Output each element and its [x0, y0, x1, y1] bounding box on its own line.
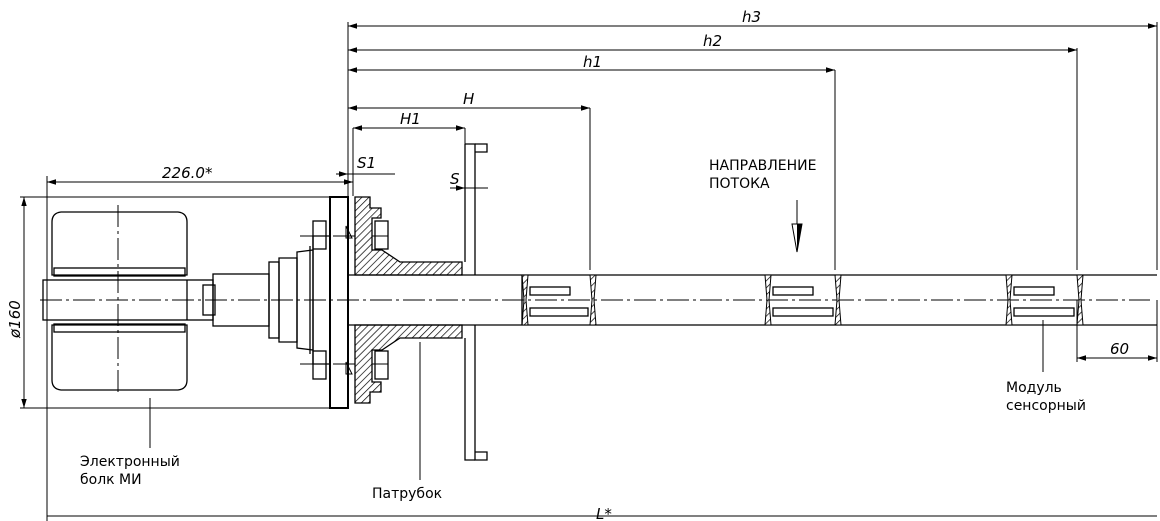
electronics-label-1: Электронный [80, 454, 180, 470]
sensor-module-1 [521, 274, 597, 326]
sensor-label-2: сенсорный [1006, 398, 1086, 414]
flow-direction-arrow [791, 200, 803, 253]
dim-S: S [450, 170, 460, 188]
dim-S1: S1 [357, 154, 376, 172]
dim-h2: h2 [703, 32, 722, 50]
dim-diameter: ø160 [6, 300, 24, 339]
flow-direction-label-2: ПОТОКА [709, 176, 770, 192]
nozzle-label: Патрубок [372, 486, 442, 502]
flange-bolts [312, 220, 389, 380]
flow-direction-label-1: НАПРАВЛЕНИЕ [709, 158, 816, 174]
sensor-module-3 [1005, 274, 1084, 326]
probe-shaft [348, 274, 1157, 326]
dim-226: 226.0* [162, 164, 213, 182]
sensor-label-1: Модуль [1006, 380, 1062, 396]
sensor-module-2 [764, 274, 842, 326]
mounting-flange-plate [329, 196, 349, 409]
electronics-label-2: болк МИ [80, 472, 142, 488]
dim-H: H [463, 90, 474, 108]
nozzle-assembly [345, 143, 488, 461]
dim-h3: h3 [742, 8, 761, 26]
electronics-housing [42, 211, 331, 391]
dim-60: 60 [1110, 340, 1129, 358]
dimension-lines [20, 22, 1158, 521]
dim-total-length: L* [596, 505, 612, 521]
dim-H1: H1 [400, 110, 421, 128]
dim-h1: h1 [583, 53, 602, 71]
